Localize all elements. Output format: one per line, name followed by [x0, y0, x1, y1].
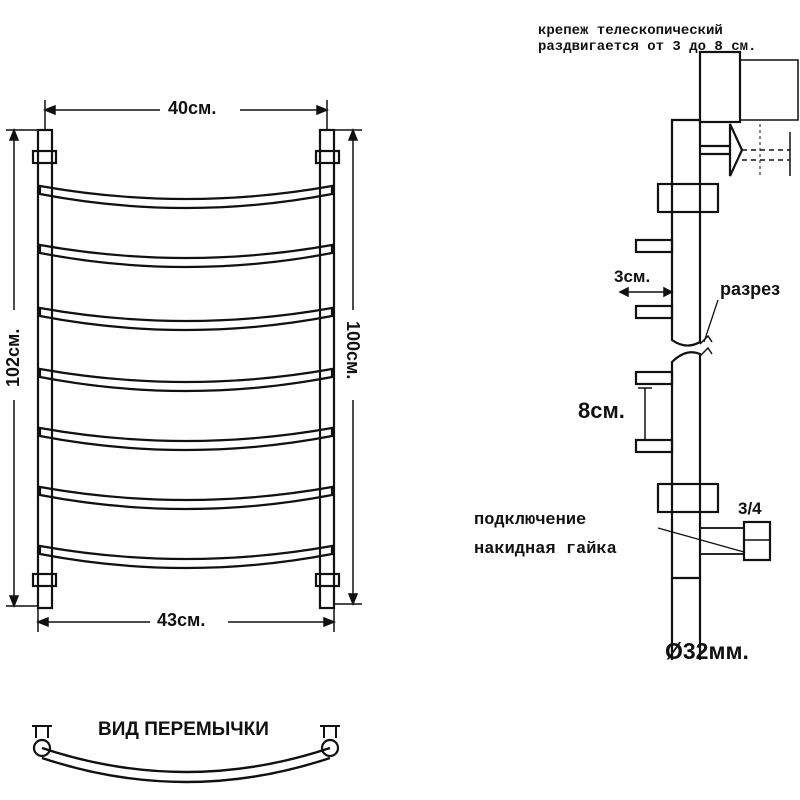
dim-offset-8 — [638, 387, 652, 441]
dim-offset-3 — [618, 286, 674, 298]
rungs — [38, 184, 334, 570]
connection-line2: накидная гайка — [474, 540, 617, 559]
dim-height-right — [334, 127, 362, 607]
label-height-right: 100см. — [343, 321, 363, 380]
label-width-bottom: 43см. — [157, 610, 206, 630]
mount-note-line2: раздвигается от 3 до 8 см. — [538, 39, 757, 55]
connection-line1: подключение — [474, 511, 587, 530]
mount-note-line1: крепеж телескопический — [538, 23, 723, 39]
dim-height-left — [6, 127, 38, 609]
towel-rail-front-view — [31, 128, 341, 610]
towel-rail-side-view — [634, 50, 799, 660]
dim-width-top — [42, 100, 330, 130]
clamp-bottom-left — [31, 572, 58, 588]
label-width-top: 40см. — [168, 98, 217, 118]
clamp-top-left — [31, 149, 58, 165]
connection-nut — [742, 520, 772, 562]
jumper-view-title: ВИД ПЕРЕМЫЧКИ — [98, 719, 269, 740]
label-offset-8: 8см. — [578, 398, 625, 423]
jumper-view — [32, 725, 340, 784]
mount-sleeve — [698, 50, 742, 124]
label-height-left: 102см. — [3, 328, 23, 387]
label-offset-3: 3см. — [614, 267, 651, 286]
label-section: разрез — [720, 279, 781, 299]
section-leader — [703, 299, 719, 343]
side-clamp-top — [656, 182, 720, 214]
label-diameter: Ø32мм. — [665, 638, 749, 664]
label-thread: 3/4 — [738, 499, 762, 518]
clamp-top-right — [314, 149, 341, 165]
dim-width-bottom — [35, 608, 337, 632]
clamp-bottom-right — [314, 572, 341, 588]
side-clamp-bottom — [656, 482, 720, 514]
mount-wall-block — [739, 59, 799, 121]
